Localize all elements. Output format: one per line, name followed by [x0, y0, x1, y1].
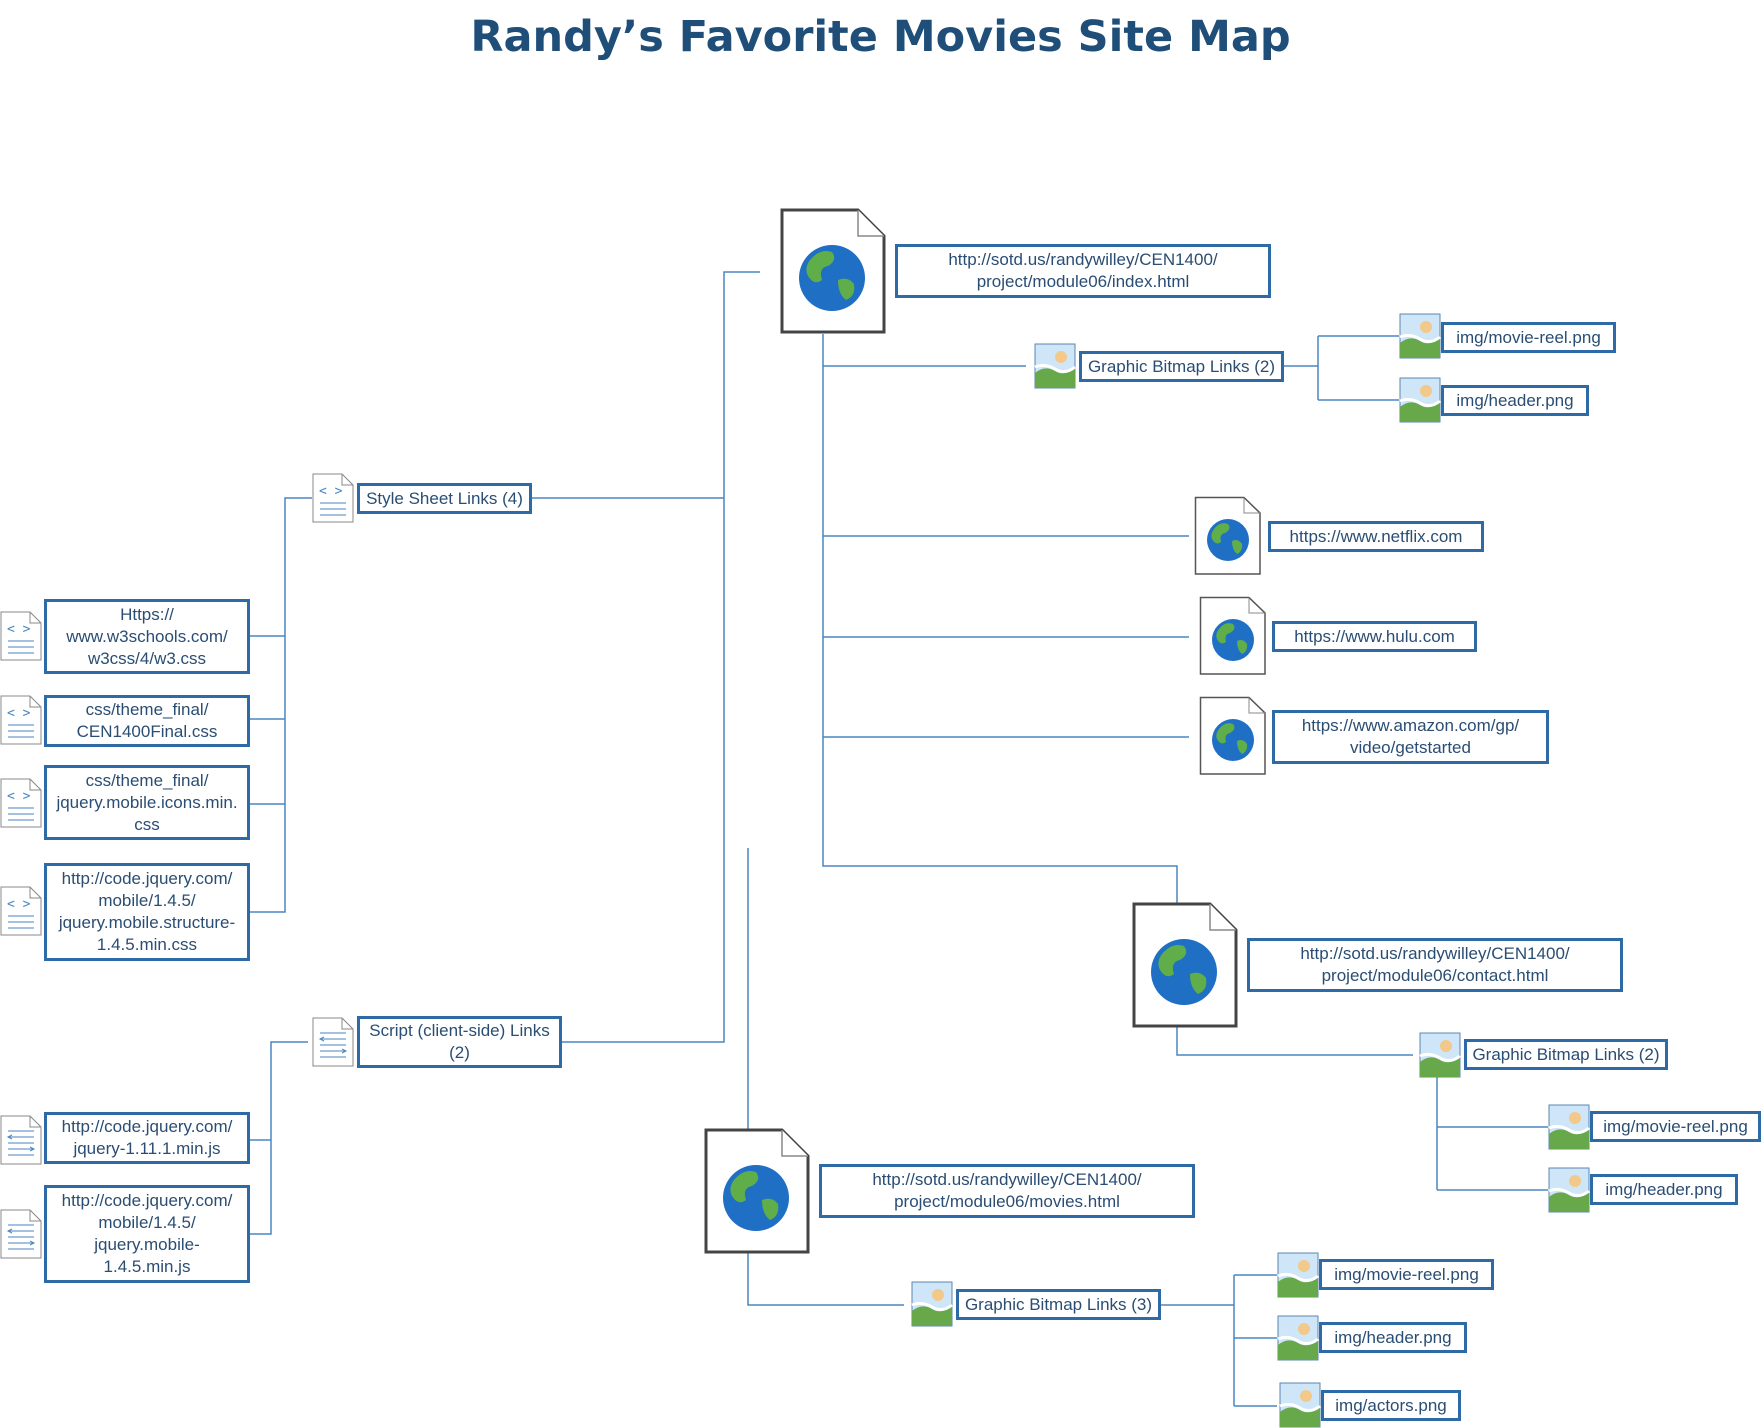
svg-text:< >: < > [7, 789, 31, 804]
connector [822, 334, 1178, 904]
index-bitmap-links[interactable]: Graphic Bitmap Links (2) [1079, 351, 1284, 382]
contact-page-icon [1132, 902, 1238, 1028]
svg-text:< >: < > [7, 706, 31, 721]
bitmap-image-icon [1277, 1252, 1319, 1298]
netflix-url[interactable]: https://www.netflix.com [1268, 521, 1484, 552]
script-icon [0, 1209, 42, 1259]
bitmap-image-icon [1034, 343, 1076, 389]
svg-text:< >: < > [7, 622, 31, 637]
connector [250, 497, 312, 913]
bitmap-image-icon [1399, 377, 1441, 423]
contact-bitmap-links[interactable]: Graphic Bitmap Links (2) [1464, 1039, 1668, 1070]
bitmap-image-icon [1548, 1104, 1590, 1150]
stylesheet-icon: < > [0, 886, 42, 936]
script-links[interactable]: Script (client-side) Links (2) [357, 1016, 562, 1068]
css-jquery-icons[interactable]: css/theme_final/ jquery.mobile.icons.min… [44, 765, 250, 840]
index-img-movie-reel[interactable]: img/movie-reel.png [1441, 322, 1616, 353]
js-jquery-mobile[interactable]: http://code.jquery.com/ mobile/1.4.5/ jq… [44, 1185, 250, 1283]
svg-text:< >: < > [319, 484, 343, 499]
script-icon [0, 1115, 42, 1165]
movies-img-movie-reel[interactable]: img/movie-reel.png [1319, 1259, 1494, 1290]
amazon-url[interactable]: https://www.amazon.com/gp/ video/getstar… [1272, 710, 1549, 764]
amazon-page-icon [1199, 696, 1267, 776]
connector [1176, 1027, 1413, 1056]
bitmap-image-icon [1548, 1167, 1590, 1213]
movies-img-actors[interactable]: img/actors.png [1321, 1390, 1461, 1421]
contact-img-movie-reel[interactable]: img/movie-reel.png [1590, 1111, 1761, 1142]
bitmap-image-icon [1277, 1315, 1319, 1361]
hulu-page-icon [1199, 596, 1267, 676]
contact-img-header[interactable]: img/header.png [1590, 1174, 1738, 1205]
netflix-page-icon [1194, 496, 1262, 576]
bitmap-image-icon [911, 1281, 953, 1327]
movies-page-icon [704, 1128, 810, 1254]
connector [747, 1253, 904, 1306]
stylesheet-icon: < > [0, 611, 42, 661]
css-w3schools[interactable]: Https:// www.w3schools.com/ w3css/4/w3.c… [44, 599, 250, 674]
connector [562, 271, 760, 1043]
index-page-url[interactable]: http://sotd.us/randywilley/CEN1400/ proj… [895, 244, 1271, 298]
movies-page-url[interactable]: http://sotd.us/randywilley/CEN1400/ proj… [819, 1164, 1195, 1218]
css-cen1400final[interactable]: css/theme_final/ CEN1400Final.css [44, 695, 250, 747]
stylesheet-links[interactable]: Style Sheet Links (4) [357, 483, 532, 514]
stylesheet-icon: < > [0, 778, 42, 828]
movies-img-header[interactable]: img/header.png [1319, 1322, 1467, 1353]
js-jquery[interactable]: http://code.jquery.com/ jquery-1.11.1.mi… [44, 1112, 250, 1164]
diagram-title: Randy’s Favorite Movies Site Map [470, 12, 1291, 62]
movies-bitmap-links[interactable]: Graphic Bitmap Links (3) [956, 1289, 1161, 1320]
contact-page-url[interactable]: http://sotd.us/randywilley/CEN1400/ proj… [1247, 938, 1623, 992]
css-jquery-structure[interactable]: http://code.jquery.com/ mobile/1.4.5/ jq… [44, 863, 250, 961]
index-page-icon [780, 208, 886, 334]
connector [250, 1041, 308, 1235]
stylesheet-icon: < > [312, 473, 354, 523]
bitmap-image-icon [1279, 1382, 1321, 1428]
index-img-header[interactable]: img/header.png [1441, 385, 1589, 416]
script-icon [312, 1017, 354, 1067]
bitmap-image-icon [1419, 1032, 1461, 1078]
bitmap-image-icon [1399, 313, 1441, 359]
stylesheet-icon: < > [0, 695, 42, 745]
svg-text:< >: < > [7, 897, 31, 912]
hulu-url[interactable]: https://www.hulu.com [1272, 621, 1477, 652]
